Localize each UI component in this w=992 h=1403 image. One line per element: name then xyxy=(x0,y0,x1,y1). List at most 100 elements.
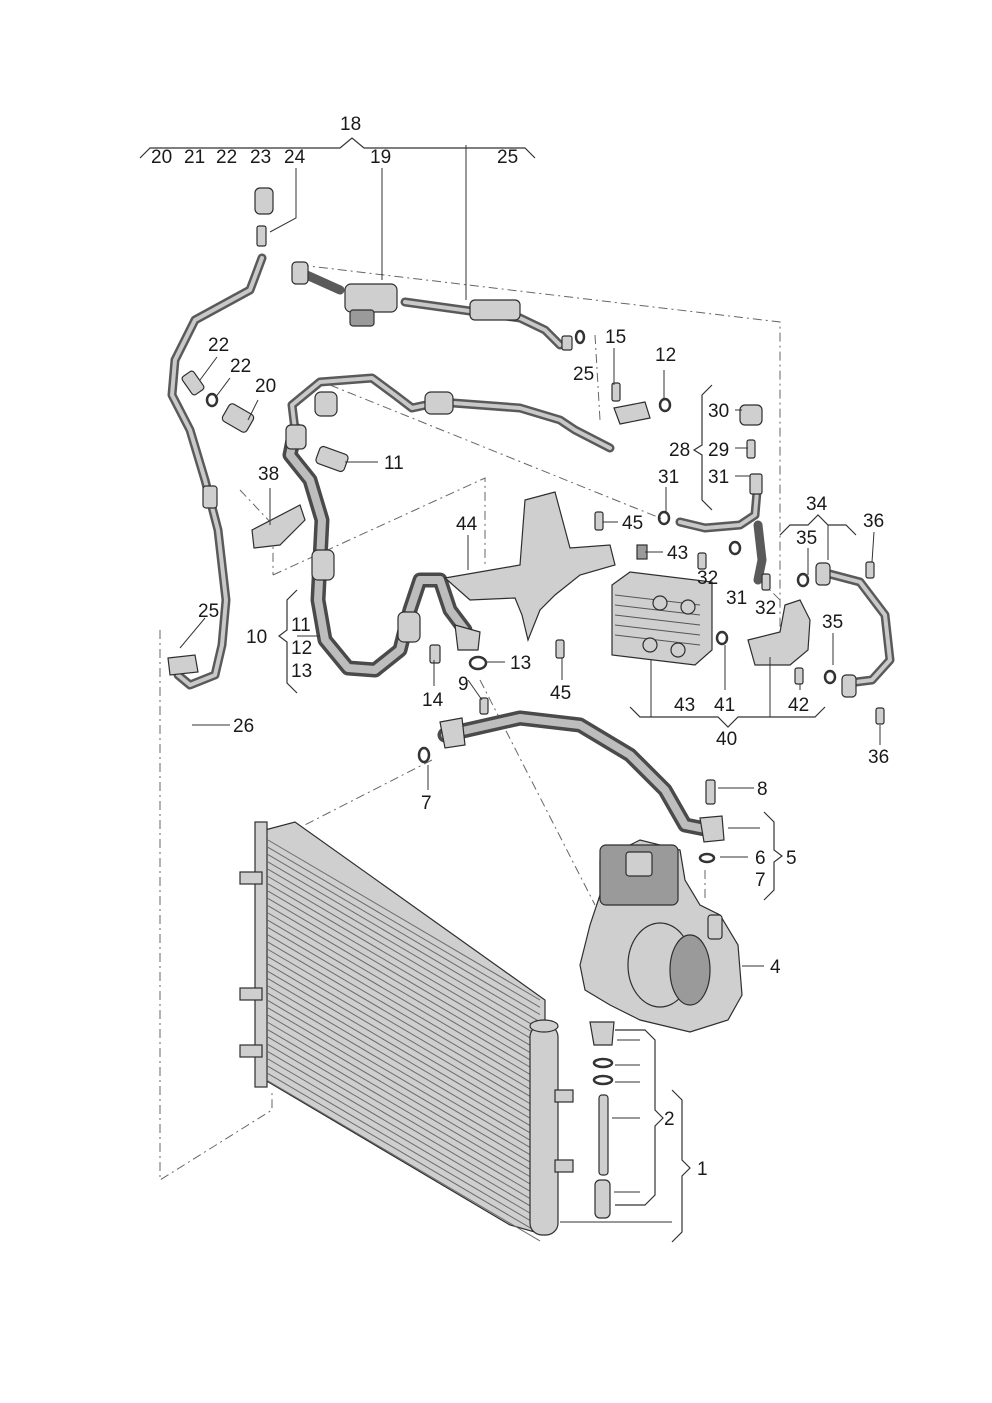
callout-20: 20 xyxy=(255,376,276,397)
callout-labels: 18 20 21 22 23 24 19 25 22 22 20 15 25 1… xyxy=(151,114,889,1180)
o-ring-35 xyxy=(823,669,837,685)
callout-32: 32 xyxy=(755,598,776,619)
hose-sleeve xyxy=(397,611,421,643)
line-flange xyxy=(613,401,651,425)
callout-11: 11 xyxy=(384,453,404,474)
callout-8: 8 xyxy=(757,779,768,800)
bolt-36 xyxy=(865,561,875,579)
callout-14: 14 xyxy=(422,690,444,711)
port xyxy=(670,642,686,658)
refrigerant-line-5 xyxy=(417,697,725,864)
o-ring-35 xyxy=(796,572,810,588)
refrigerant-line-10 xyxy=(282,373,672,678)
line-fitting xyxy=(291,261,309,285)
drier-seal xyxy=(592,1074,614,1086)
sensor-11 xyxy=(315,445,349,473)
tank-top xyxy=(529,1019,559,1033)
callout-21: 21 xyxy=(184,147,205,168)
callout-31: 31 xyxy=(708,467,729,488)
switch-parts xyxy=(181,370,349,549)
o-ring-25 xyxy=(574,329,586,345)
mount-tab xyxy=(239,987,263,1001)
pressure-sensor-19 xyxy=(344,283,398,313)
mount-tab xyxy=(554,1159,574,1173)
callout-20: 20 xyxy=(151,147,172,168)
switch-20 xyxy=(221,403,255,433)
seal-13 xyxy=(468,655,488,671)
sensor-plug xyxy=(349,309,375,327)
mount-tab xyxy=(239,871,263,885)
heat-exchanger-assembly-40 xyxy=(611,404,811,685)
callout-9: 9 xyxy=(458,674,469,695)
bolt-8 xyxy=(705,779,716,805)
callout-4: 4 xyxy=(770,957,781,978)
hose-fitting xyxy=(699,815,725,843)
cap-30 xyxy=(739,404,763,426)
callout-10: 10 xyxy=(246,627,267,648)
hose-fitting xyxy=(439,717,466,749)
valve-core-29 xyxy=(746,439,756,459)
o-ring-7 xyxy=(417,746,431,764)
callout-42: 42 xyxy=(788,695,809,716)
hose-fitting xyxy=(454,624,481,651)
bracket-38 xyxy=(251,504,306,549)
callout-30: 30 xyxy=(708,401,729,422)
callout-36: 36 xyxy=(868,747,889,768)
callout-7: 7 xyxy=(755,870,766,891)
line-flange xyxy=(167,654,199,676)
callout-11: 11 xyxy=(291,615,311,636)
refrigerant-line-34 xyxy=(796,561,895,725)
callout-13: 13 xyxy=(291,661,312,682)
o-ring-6 xyxy=(698,852,716,864)
hose-sleeve xyxy=(311,549,335,581)
callout-13: 13 xyxy=(510,653,531,674)
port xyxy=(680,599,696,615)
bolt-14 xyxy=(429,644,441,664)
compressor-port xyxy=(707,914,723,940)
callout-6: 6 xyxy=(755,848,766,869)
hose-sleeve xyxy=(469,299,521,321)
callout-44: 44 xyxy=(456,514,478,535)
o-ring-31 xyxy=(728,540,742,556)
callout-23: 23 xyxy=(250,147,271,168)
callout-12: 12 xyxy=(291,638,312,659)
callout-45: 45 xyxy=(550,683,571,704)
hose-collar xyxy=(202,485,218,509)
callout-43: 43 xyxy=(674,695,695,716)
callout-29: 29 xyxy=(708,440,729,461)
drier-seal xyxy=(592,1057,614,1069)
bolt-36 xyxy=(875,707,885,725)
callout-43: 43 xyxy=(667,543,688,564)
seal-22 xyxy=(205,392,219,408)
compressor-end xyxy=(669,934,711,1006)
heat-exchanger-43 xyxy=(611,571,713,666)
mount-tab xyxy=(239,1044,263,1058)
condenser-side-tank xyxy=(254,821,268,1088)
o-ring-12 xyxy=(658,397,672,413)
callout-36: 36 xyxy=(863,511,884,532)
callout-41: 41 xyxy=(714,695,735,716)
refrigerant-line-18 xyxy=(167,187,586,690)
callout-25: 25 xyxy=(198,601,219,622)
bolt-32 xyxy=(761,573,771,591)
callout-22: 22 xyxy=(230,356,251,377)
hose-block xyxy=(314,391,338,417)
line-end xyxy=(561,335,573,351)
valve-block xyxy=(747,599,811,666)
callout-31: 31 xyxy=(658,467,679,488)
bolt-9 xyxy=(479,697,489,715)
drier-plug xyxy=(589,1021,615,1046)
bolt-45 xyxy=(594,511,604,531)
callout-25: 25 xyxy=(497,147,518,168)
port xyxy=(652,595,668,611)
drier-cartridge-2 xyxy=(589,1021,615,1219)
service-port-31 xyxy=(749,473,763,495)
callout-2: 2 xyxy=(664,1109,675,1130)
callout-34: 34 xyxy=(806,494,828,515)
callout-32: 32 xyxy=(697,568,718,589)
condenser-1 xyxy=(239,821,574,1242)
leader-lines xyxy=(139,137,881,1243)
hose-block xyxy=(285,424,307,450)
callout-12: 12 xyxy=(655,345,676,366)
